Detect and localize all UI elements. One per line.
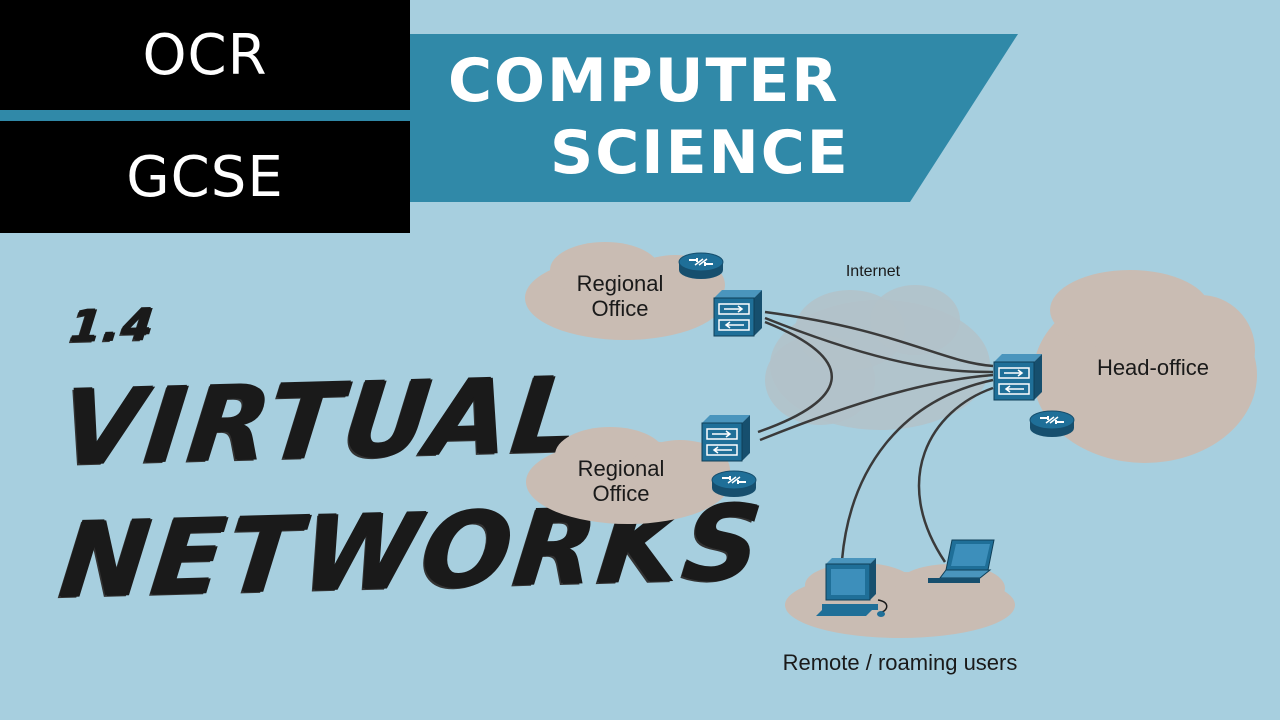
internet-cloud [765,285,990,430]
exam-board-label: OCR [142,22,268,88]
level-label: GCSE [126,144,284,210]
connection-lines [757,310,994,563]
head-office-label: Head-office [1097,355,1209,380]
regional-office-bottom-label-line2: Office [592,481,649,506]
regional-office-top-cloud [525,242,725,340]
accent-stripe [0,110,410,121]
subject-banner [410,34,1018,202]
internet-label: Internet [846,263,901,280]
regional-office-bottom-label-line1: Regional [578,456,665,481]
router-icon [678,252,724,280]
firewall-icon [993,353,1043,401]
firewall-icon [701,414,751,462]
regional-office-top-label-line2: Office [591,296,648,321]
router-icon [1029,410,1075,438]
regional-office-top-label-line1: Regional [577,271,664,296]
laptop-icon [928,539,995,583]
head-office-cloud [1033,270,1257,463]
firewall-icon [713,289,763,337]
router-icon [711,470,757,498]
regional-office-bottom-cloud [526,427,730,524]
desktop-computer-icon [816,558,888,617]
level-badge: GCSE [0,121,410,233]
subject-title-line1: COMPUTER [448,46,840,116]
subject-title-line2: SCIENCE [550,118,850,188]
remote-users-label: Remote / roaming users [783,650,1018,675]
exam-board-badge: OCR [0,0,410,110]
